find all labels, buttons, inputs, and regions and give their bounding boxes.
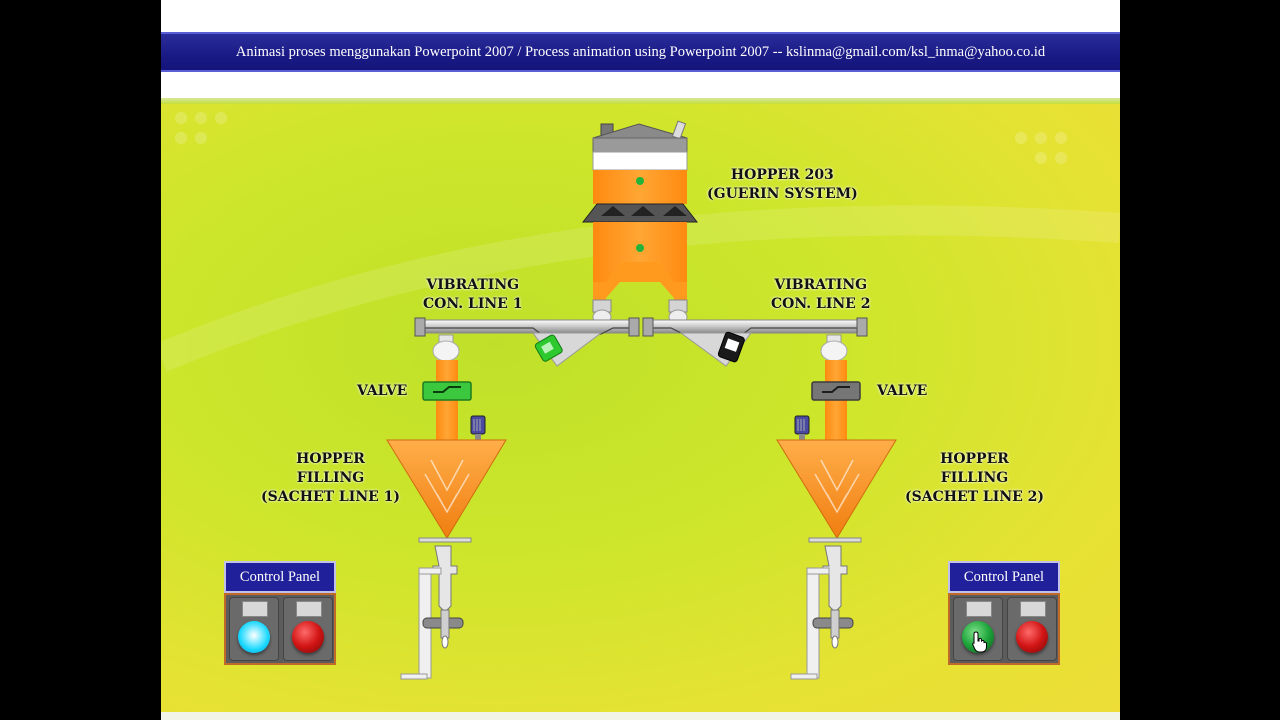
vibrating-conveyor-2 [642,317,868,367]
label-vibrating-line-2: VIBRATING CON. LINE 2 [771,277,871,312]
filling-hopper-1 [386,439,507,543]
start-lamp [238,621,270,653]
filler-mechanism-1 [400,545,464,680]
control-panel-2: Control Panel [948,561,1060,665]
button-plate [966,601,992,617]
control-panel-title: Control Panel [948,561,1060,593]
stop-button[interactable] [283,597,333,661]
hopper-203 [581,120,699,325]
control-panel-body [224,593,336,665]
control-panel-1: Control Panel [224,561,336,665]
stop-lamp [292,621,324,653]
vibrator-motor-1 [534,334,563,362]
control-panel-title: Control Panel [224,561,336,593]
cursor-hand-icon [972,631,987,653]
label-filling-hopper-1: HOPPER FILLING (SACHET LINE 1) [261,451,401,505]
button-plate [242,601,268,617]
slide: Animasi proses menggunakan Powerpoint 20… [161,0,1120,720]
button-plate [1020,601,1046,617]
label-valve-left: VALVE [357,383,408,399]
label-vibrating-line-1: VIBRATING CON. LINE 1 [423,277,523,312]
valve-right[interactable] [811,381,861,401]
valve-left[interactable] [422,381,472,401]
label-filling-hopper-2: HOPPER FILLING (SACHET LINE 2) [905,451,1045,505]
filler-mechanism-2 [790,545,854,680]
control-panel-body [948,593,1060,665]
start-button[interactable] [953,597,1003,661]
process-stage: HOPPER 203 (GUERIN SYSTEM) VIBRATING CON… [161,98,1120,712]
button-plate [296,601,322,617]
start-button[interactable] [229,597,279,661]
slide-bottom-strip [161,712,1120,720]
vibrating-conveyor-1 [414,317,640,367]
label-hopper-203: HOPPER 203 (GUERIN SYSTEM) [707,167,858,202]
process-diagram [161,112,1120,680]
label-valve-right: VALVE [877,383,928,399]
banner-text: Animasi proses menggunakan Powerpoint 20… [235,43,1046,60]
vibrator-motor-2 [717,331,745,363]
filling-hopper-2 [776,439,897,543]
stop-button[interactable] [1007,597,1057,661]
stop-lamp [1016,621,1048,653]
title-banner: Animasi proses menggunakan Powerpoint 20… [161,32,1120,72]
